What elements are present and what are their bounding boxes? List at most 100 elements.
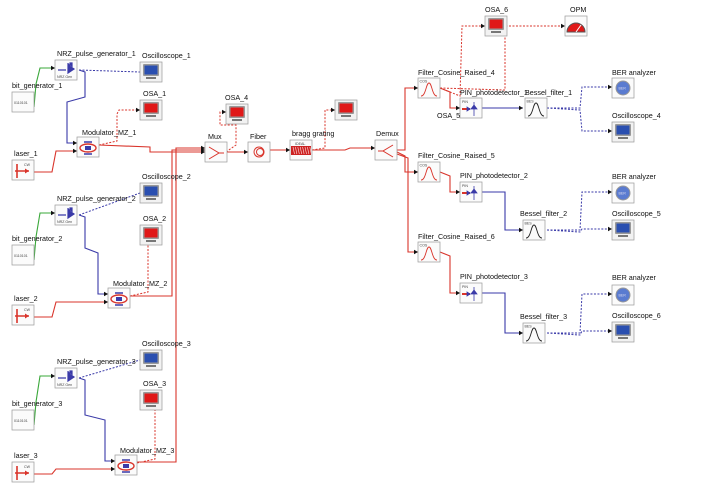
component-fiber[interactable]: Fiber	[247, 132, 271, 163]
mod2-mux-wire[interactable]	[130, 149, 205, 297]
component-label: BER analyzer	[612, 172, 657, 181]
bragg-demux-wire[interactable]	[312, 147, 375, 151]
component-label: Modulator_MZ_1	[82, 128, 136, 137]
demux-filter4-wire[interactable]	[397, 87, 418, 151]
filter-pin-wire-1[interactable]	[439, 87, 460, 109]
component-osa-bragg[interactable]	[334, 99, 358, 121]
filter4-osa6-wire[interactable]	[439, 25, 485, 97]
component-scope-4[interactable]: Oscilloscope_4	[611, 111, 661, 143]
component-label: bragg grating	[292, 129, 334, 138]
component-label: Fiber	[250, 132, 267, 141]
icon-text: 0110101	[14, 101, 28, 105]
nrz-pulse-icon: NRZ Gen	[57, 207, 76, 224]
pin-bessel-wire-3[interactable]	[482, 292, 523, 334]
filter-pin-wire-2[interactable]	[439, 171, 460, 193]
component-label: Oscilloscope_1	[142, 51, 191, 60]
nrz-scope-wire-1[interactable]	[78, 69, 141, 73]
icon-text: CW	[24, 308, 31, 312]
arrow-icon	[608, 328, 612, 334]
electrical-wire-nrz-mod-1[interactable]	[66, 69, 86, 144]
component-label: laser_3	[14, 451, 38, 460]
icon-text: 0110101	[14, 254, 28, 258]
arrow-icon	[481, 23, 485, 29]
osa-monitor-icon	[143, 102, 159, 117]
component-scope-3[interactable]: Oscilloscope_3	[139, 339, 191, 371]
nrz-scope-wire-2[interactable]	[78, 192, 141, 216]
mod-osa-wire-3[interactable]	[136, 399, 158, 464]
electrical-wire-nrz-mod-2[interactable]	[78, 214, 108, 295]
arrow-icon	[104, 299, 108, 305]
binary-wire-2[interactable]	[33, 212, 55, 261]
electrical-wire-nrz-mod-3[interactable]	[78, 377, 115, 462]
mod3-mux-wire[interactable]	[137, 147, 205, 463]
component-osa-6[interactable]: OSA_6	[484, 5, 508, 37]
component-osa-1[interactable]: OSA_1	[139, 89, 166, 121]
laser-mod-wire-3[interactable]	[34, 468, 115, 475]
component-frame	[11, 409, 35, 431]
arrow-icon	[73, 140, 77, 146]
bessel-ber-wire-1[interactable]	[547, 86, 612, 109]
component-scope-2[interactable]: Oscilloscope_2	[139, 172, 191, 204]
component-osa-3[interactable]: OSA_3	[139, 379, 166, 411]
bessel-scope-wire-3[interactable]	[546, 330, 612, 336]
filter4-opm-wire[interactable]	[439, 25, 565, 91]
mux-osa4-wire[interactable]	[219, 111, 237, 153]
component-mod-1[interactable]: Modulator_MZ_1	[76, 128, 136, 158]
component-mod-2[interactable]: Modulator_MZ_2	[107, 279, 167, 309]
demux-filter6-wire[interactable]	[396, 153, 418, 253]
component-label: Filter_Cosine_Raised_5	[418, 151, 495, 160]
component-mod-3[interactable]: Modulator_MZ_3	[114, 446, 174, 476]
mod1-mux-wire[interactable]	[98, 144, 205, 153]
component-scope-5[interactable]: Oscilloscope_5	[611, 209, 661, 241]
icon-text: COS	[420, 244, 428, 248]
component-frame	[11, 304, 35, 326]
component-scope-1[interactable]: Oscilloscope_1	[139, 51, 191, 83]
binary-wire-1[interactable]	[33, 67, 55, 108]
laser-mod-wire-2[interactable]	[34, 301, 108, 318]
bragg-osa-wire[interactable]	[311, 109, 335, 151]
binary-wire-3[interactable]	[33, 375, 55, 426]
component-label: Bessel_filter_3	[520, 312, 567, 321]
mod-osa-wire-1[interactable]	[98, 109, 140, 146]
bessel-ber-wire-3[interactable]	[547, 293, 612, 334]
component-label: BER analyzer	[612, 68, 657, 77]
arrow-icon	[136, 107, 140, 113]
arrow-icon	[286, 147, 290, 153]
bessel-scope-wire-1[interactable]	[546, 107, 612, 132]
nrz-pulse-icon: NRZ Gen	[57, 370, 76, 387]
component-scope-6[interactable]: Oscilloscope_6	[611, 311, 661, 343]
component-opm[interactable]: OPM	[564, 5, 588, 37]
arrow-icon	[456, 189, 460, 195]
demux-filter5-wire[interactable]	[396, 151, 418, 173]
component-demux[interactable]: Demux	[374, 129, 399, 161]
component-osa-4[interactable]: OSA_4	[225, 93, 249, 125]
component-mux[interactable]: Mux	[204, 132, 228, 163]
nrz-scope-wire-3[interactable]	[78, 359, 141, 379]
laser-mod-wire-1[interactable]	[34, 150, 77, 173]
filter-pin-wire-3[interactable]	[439, 251, 460, 294]
pin-bessel-wire-2[interactable]	[482, 191, 523, 231]
component-osa-2[interactable]: OSA_2	[139, 214, 166, 246]
